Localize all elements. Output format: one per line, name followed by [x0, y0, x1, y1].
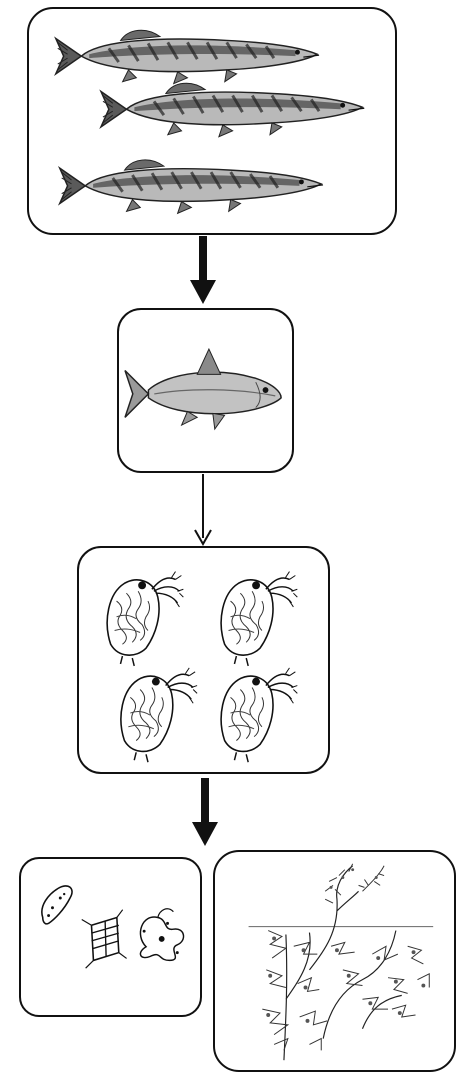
water-flea-icon — [221, 572, 297, 666]
pike-group — [29, 9, 395, 233]
arrow-pike-to-roach — [188, 236, 218, 306]
roach-icon — [119, 310, 292, 471]
arrow-daphnia-to-algae — [190, 778, 220, 848]
aquatic-plant-icon — [215, 852, 454, 1070]
pike-icon — [56, 30, 319, 83]
water-flea-icon — [221, 668, 297, 762]
pike-icon — [60, 160, 323, 213]
water-flea-icon — [121, 668, 197, 762]
algae-icon — [140, 909, 183, 961]
daphnia-group — [79, 548, 328, 772]
arrow-roach-to-daphnia — [190, 474, 216, 546]
algae-box — [19, 857, 202, 1017]
algae-icon — [42, 886, 72, 924]
algae-group — [21, 859, 200, 1015]
algae-icon — [82, 910, 127, 969]
roach-box — [117, 308, 294, 473]
pike-icon — [101, 83, 364, 136]
pike-box — [27, 7, 397, 235]
water-plant-box — [213, 850, 456, 1072]
water-flea-icon — [107, 572, 183, 666]
daphnia-box — [77, 546, 330, 774]
